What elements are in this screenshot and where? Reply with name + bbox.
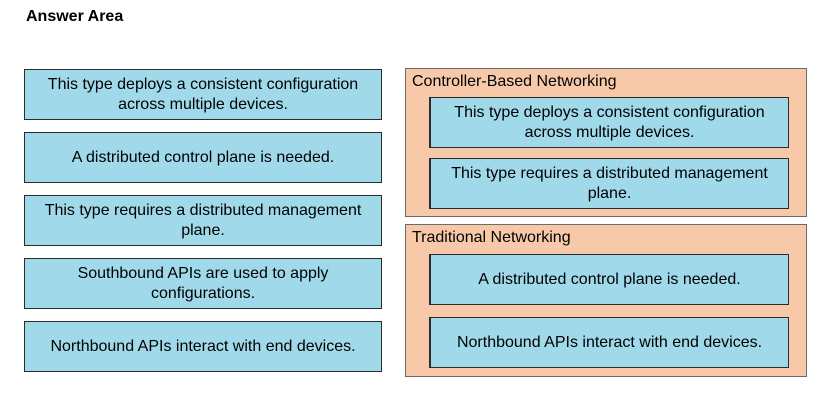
draggable-item-northbound-apis[interactable]: Northbound APIs interact with end device…: [24, 321, 382, 372]
placed-item-distributed-control-plane[interactable]: A distributed control plane is needed.: [429, 254, 789, 305]
answer-area-title: Answer Area: [26, 8, 124, 25]
draggable-item-distributed-management-plane[interactable]: This type requires a distributed managem…: [24, 195, 382, 246]
zone-title: Traditional Networking: [412, 229, 571, 246]
drop-zone-controller-based[interactable]: Controller-Based Networking This type de…: [405, 68, 807, 217]
draggable-item-southbound-apis[interactable]: Southbound APIs are used to apply config…: [24, 258, 382, 309]
placed-item-northbound-apis[interactable]: Northbound APIs interact with end device…: [429, 317, 789, 368]
placed-item-consistent-configuration[interactable]: This type deploys a consistent configura…: [429, 97, 789, 148]
drop-zone-traditional[interactable]: Traditional Networking A distributed con…: [405, 224, 807, 377]
draggable-item-consistent-configuration[interactable]: This type deploys a consistent configura…: [24, 69, 382, 120]
draggable-item-distributed-control-plane[interactable]: A distributed control plane is needed.: [24, 132, 382, 183]
placed-item-distributed-management-plane[interactable]: This type requires a distributed managem…: [429, 158, 789, 209]
zone-title: Controller-Based Networking: [412, 73, 617, 90]
